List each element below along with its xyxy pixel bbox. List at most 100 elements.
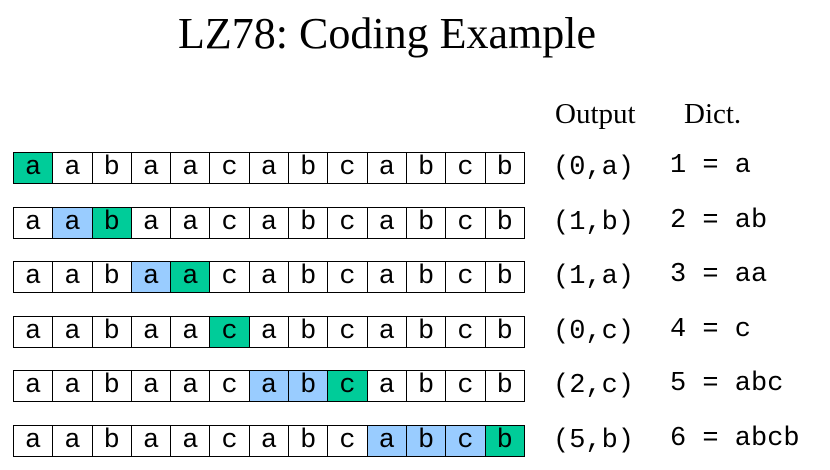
symbol-cell: c — [328, 426, 368, 456]
symbol-cell: c — [210, 371, 250, 402]
symbol-cell: a — [249, 426, 290, 456]
symbol-cell: a — [171, 371, 211, 402]
symbol-cell: c — [446, 316, 486, 347]
symbol-cell: a — [249, 207, 290, 238]
symbol-cell: a — [53, 426, 93, 456]
dictionary-entry: 2 = ab — [670, 205, 768, 236]
symbol-cell: b — [92, 262, 132, 293]
symbol-cell: a — [171, 426, 211, 456]
symbol-cell: b — [289, 316, 329, 347]
output-token: (0,c) — [553, 316, 635, 347]
symbol-cell: a — [171, 207, 211, 238]
symbol-cell: a — [171, 316, 211, 347]
symbol-cell: c — [210, 153, 250, 183]
symbol-cell: b — [406, 207, 447, 238]
symbol-cell: b — [406, 371, 447, 402]
symbol-cell: b — [289, 426, 329, 456]
symbol-cell: a — [367, 316, 407, 347]
output-token: (0,a) — [553, 153, 635, 183]
dictionary-entry: 6 = abcb — [670, 424, 800, 454]
symbol-cell: c — [328, 316, 368, 347]
dict-column-header: Dict. — [684, 98, 742, 130]
symbol-cell: c — [210, 262, 250, 293]
symbol-cell: a — [14, 262, 54, 293]
symbol-cell: b — [92, 426, 132, 456]
symbol-cell: b — [406, 426, 447, 456]
symbol-cell: c — [328, 262, 368, 293]
dictionary-entry: 5 = abc — [670, 369, 784, 400]
output-token: (1,a) — [553, 262, 635, 293]
output-token: (2,c) — [553, 371, 635, 402]
symbol-cell: a — [131, 207, 172, 238]
symbol-cell: b — [406, 316, 447, 347]
symbol-cell: b — [92, 153, 132, 183]
symbol-cell: b — [485, 262, 525, 293]
symbol-cell: c — [210, 426, 250, 456]
symbol-cell: a — [367, 153, 407, 183]
symbol-cell: a — [14, 207, 54, 238]
symbol-cell: c — [446, 426, 486, 456]
symbol-cell: c — [328, 207, 368, 238]
symbol-cell: a — [131, 262, 172, 293]
symbol-cell: b — [289, 207, 329, 238]
symbol-cell: a — [14, 153, 54, 183]
page-title: LZ78: Coding Example — [178, 9, 596, 58]
symbol-cell: b — [92, 207, 132, 238]
symbol-cell: a — [367, 207, 407, 238]
symbol-cell: a — [53, 316, 93, 347]
symbol-cell: b — [92, 316, 132, 347]
symbol-cell: c — [210, 316, 250, 347]
symbol-cell: c — [446, 207, 486, 238]
symbol-cell: a — [14, 371, 54, 402]
symbol-cell: b — [92, 371, 132, 402]
symbol-cell: a — [14, 426, 54, 456]
symbol-cell: a — [171, 262, 211, 293]
symbol-cell: a — [53, 371, 93, 402]
symbol-cell: a — [131, 153, 172, 183]
output-token: (1,b) — [553, 207, 635, 238]
symbol-cell: b — [485, 153, 525, 183]
symbol-cell: b — [485, 371, 525, 402]
symbol-cell: a — [249, 371, 290, 402]
dictionary-entry: 3 = aa — [670, 260, 768, 291]
symbol-cell: a — [131, 316, 172, 347]
symbol-cell: b — [289, 371, 329, 402]
symbol-cell: b — [485, 426, 525, 456]
symbol-cell: c — [446, 262, 486, 293]
symbol-cell: a — [367, 426, 407, 456]
symbol-cell: b — [485, 207, 525, 238]
symbol-cell: a — [131, 426, 172, 456]
symbol-cell: c — [210, 207, 250, 238]
output-token: (5,b) — [553, 426, 635, 456]
symbol-cell: c — [446, 371, 486, 402]
symbol-cell: a — [249, 316, 290, 347]
symbol-cell: a — [131, 371, 172, 402]
symbol-cell: c — [328, 153, 368, 183]
symbol-cell: a — [53, 262, 93, 293]
symbol-cell: a — [171, 153, 211, 183]
symbol-cell: a — [367, 262, 407, 293]
symbol-cell: b — [289, 262, 329, 293]
output-column-header: Output — [555, 98, 636, 130]
symbol-cell: a — [249, 153, 290, 183]
symbol-cell: c — [446, 153, 486, 183]
dictionary-entry: 1 = a — [670, 151, 752, 181]
dictionary-entry: 4 = c — [670, 314, 752, 345]
symbol-cell: b — [406, 262, 447, 293]
symbol-cell: b — [289, 153, 329, 183]
symbol-cell: c — [328, 371, 368, 402]
symbol-cell: a — [249, 262, 290, 293]
symbol-cell: b — [406, 153, 447, 183]
symbol-cell: b — [485, 316, 525, 347]
